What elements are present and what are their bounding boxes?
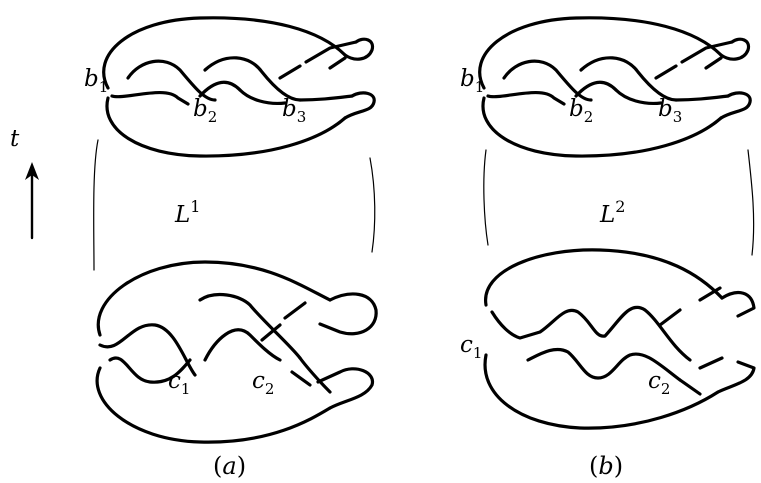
svg-text:(a): (a) (213, 452, 246, 480)
region-label-b: L2 (599, 197, 625, 228)
svg-text:L2: L2 (599, 197, 625, 228)
svg-text:c2: c2 (648, 368, 670, 398)
svg-text:c1: c1 (460, 332, 482, 362)
svg-text:b1: b1 (460, 66, 484, 96)
caption-a: (a) (213, 452, 246, 480)
crossing-label-c2-b: c2 (648, 368, 670, 398)
bottom-knot-b (483, 248, 756, 430)
svg-text:b3: b3 (658, 96, 682, 126)
crossing-label-b2-b: b2 (569, 96, 593, 126)
svg-text:L1: L1 (174, 197, 200, 228)
crossing-label-c2-a: c2 (252, 368, 274, 398)
svg-text:b3: b3 (282, 96, 306, 126)
svg-text:b2: b2 (193, 96, 217, 126)
svg-text:b2: b2 (569, 96, 593, 126)
crossing-label-b1-a: b1 (84, 66, 108, 96)
caption-b: (b) (589, 452, 623, 480)
crossing-label-b2-a: b2 (193, 96, 217, 126)
bottom-knot-a (95, 260, 378, 444)
panel-b (478, 16, 756, 430)
svg-text:c2: c2 (252, 368, 274, 398)
svg-text:c1: c1 (168, 368, 190, 398)
panel-a (93, 16, 378, 444)
svg-text:b1: b1 (84, 66, 108, 96)
axis-label-t: t (10, 126, 20, 152)
time-axis: t (10, 126, 39, 240)
crossing-label-b3-b: b3 (658, 96, 682, 126)
cobordism-wall-right-b (747, 149, 755, 256)
cobordism-wall-left-a (93, 139, 99, 271)
svg-text:(b): (b) (589, 452, 623, 480)
region-label-a: L1 (174, 197, 200, 228)
crossing-label-b1-b: b1 (460, 66, 484, 96)
crossing-label-c1-a: c1 (168, 368, 190, 398)
cobordism-wall-left-b (483, 149, 489, 246)
crossing-label-c1-b: c1 (460, 332, 482, 362)
crossing-label-b3-a: b3 (282, 96, 306, 126)
cobordism-wall-right-a (369, 157, 376, 253)
